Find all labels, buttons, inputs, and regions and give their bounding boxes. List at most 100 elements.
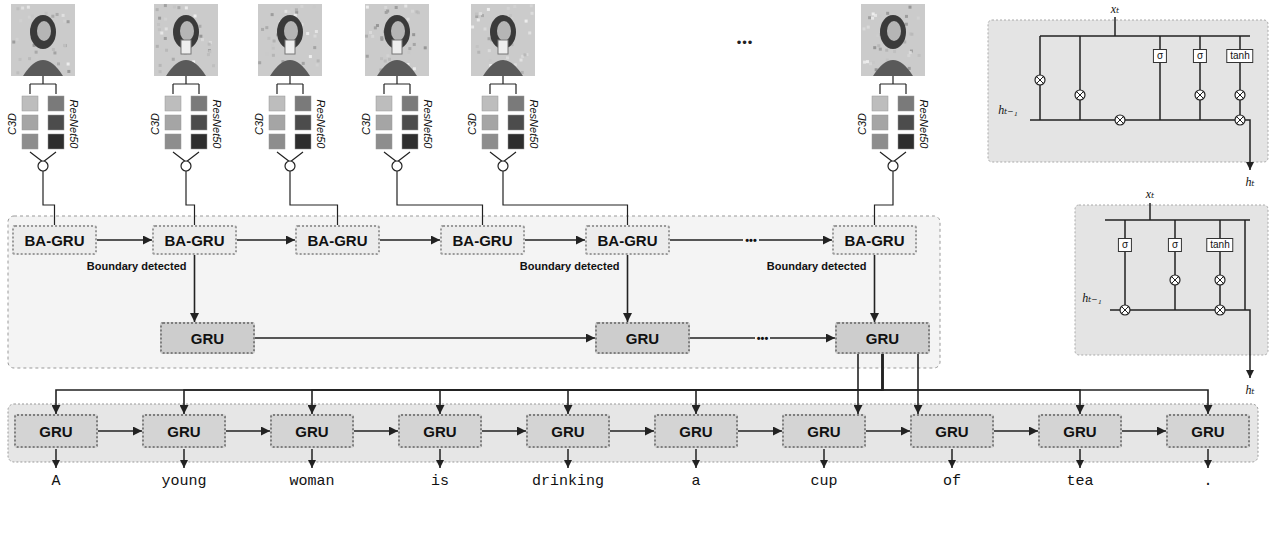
- multiply-symbol: [1215, 305, 1225, 315]
- ellipsis: •••: [743, 234, 759, 246]
- frame-noise: [879, 15, 882, 18]
- person-face: [37, 21, 51, 41]
- frame-noise: [177, 6, 180, 9]
- feature-bracket: [880, 76, 906, 94]
- frame-noise: [910, 33, 913, 36]
- frame-noise: [156, 8, 159, 11]
- frame-noise: [528, 31, 531, 34]
- frame-noise: [56, 13, 59, 16]
- frame-noise: [53, 51, 56, 54]
- frame-noise: [302, 62, 305, 65]
- box-label: GRU: [39, 423, 72, 440]
- frame-noise: [300, 5, 303, 8]
- decoder-gru: GRU: [270, 414, 354, 448]
- frame-noise: [477, 51, 480, 54]
- box-label: GRU: [679, 423, 712, 440]
- cell-output-wire: [1030, 120, 1250, 170]
- flow-arrow: [255, 337, 595, 339]
- feature-bracket: [384, 76, 410, 94]
- multiply-symbol: [1237, 117, 1243, 123]
- frame-noise: [863, 61, 866, 64]
- feature-map: [165, 115, 181, 130]
- frame-noise: [313, 5, 316, 8]
- frame-noise: [265, 26, 268, 29]
- frame-noise: [272, 47, 275, 50]
- frame-noise: [477, 18, 480, 21]
- multiply-symbol: [1235, 90, 1245, 100]
- multiply-symbol: [1217, 277, 1223, 283]
- frame-noise: [506, 56, 509, 59]
- frame-noise: [873, 46, 876, 49]
- flow-arrow: [568, 354, 883, 414]
- flow-arrow: [97, 239, 152, 241]
- decoder-gru: GRU: [1166, 414, 1250, 448]
- frame-noise: [158, 28, 161, 31]
- feature-name: C3D: [360, 113, 372, 135]
- encoder-gru: BA-GRU: [585, 225, 670, 255]
- output-arrow: [55, 449, 57, 468]
- multiply-symbol: [1172, 277, 1178, 283]
- feature-map: [872, 96, 888, 111]
- frame-noise: [380, 36, 383, 39]
- frame-noise: [57, 62, 60, 65]
- caption-word: of: [943, 473, 961, 490]
- feature-map: [402, 115, 418, 130]
- ellipsis: •••: [737, 35, 754, 50]
- feature-map: [165, 134, 181, 149]
- boundary-gru: GRU: [595, 322, 690, 354]
- feature-name: C3D: [149, 113, 161, 135]
- flow-arrow: [354, 430, 398, 432]
- feature-map: [482, 115, 498, 130]
- frame-noise: [507, 7, 510, 10]
- frame-noise: [194, 14, 197, 17]
- person-body: [377, 60, 417, 76]
- multiply-symbol: [1197, 92, 1203, 98]
- feature-map: [872, 115, 888, 130]
- caption-word: cup: [810, 473, 837, 490]
- gru-cell-panel: [1075, 205, 1268, 355]
- feature-name: C3D: [466, 113, 478, 135]
- flow-arrow: [237, 239, 295, 241]
- frame-noise: [407, 18, 410, 21]
- flow-arrow: [482, 430, 526, 432]
- video-frame: [861, 4, 925, 76]
- frame-noise: [21, 7, 24, 10]
- feature-map: [508, 96, 524, 111]
- decoder-gru: GRU: [782, 414, 866, 448]
- caption-word: woman: [289, 473, 334, 490]
- concat-node: [38, 161, 48, 171]
- feature-map: [482, 96, 498, 111]
- flow-arrow: [525, 239, 585, 241]
- caption-word: tea: [1066, 473, 1093, 490]
- multiply-symbol: [1195, 90, 1205, 100]
- box-label: σ: [1172, 239, 1178, 250]
- feature-name: ResNet50: [211, 100, 223, 149]
- multiply-symbol: [1217, 307, 1223, 313]
- box-label: BA-GRU: [25, 232, 85, 249]
- frame-noise: [67, 70, 70, 73]
- person-hair: [880, 15, 906, 49]
- flow-arrow: [917, 354, 919, 414]
- edge-label: Boundary detected: [518, 260, 622, 272]
- frame-noise: [51, 15, 54, 18]
- frame-noise: [67, 20, 70, 23]
- cell-output-wire: [1110, 310, 1250, 378]
- frame-noise: [371, 35, 374, 38]
- decoder-gru: GRU: [526, 414, 610, 448]
- feature-map: [376, 115, 392, 130]
- frame-noise: [271, 13, 274, 16]
- frame-noise: [64, 44, 67, 47]
- frame-noise: [366, 55, 369, 58]
- flow-arrow: [883, 354, 1209, 414]
- person-face: [284, 21, 298, 41]
- box-label: GRU: [191, 330, 224, 347]
- flow-arrow: [184, 354, 883, 414]
- encoder-gru: BA-GRU: [295, 225, 380, 255]
- feature-name: C3D: [856, 113, 868, 135]
- frame-noise: [306, 32, 309, 35]
- output-arrow: [1207, 449, 1209, 468]
- frame-noise: [212, 64, 215, 67]
- box-label: BA-GRU: [308, 232, 368, 249]
- output-arrow: [439, 449, 441, 468]
- multiply-symbol: [1075, 90, 1085, 100]
